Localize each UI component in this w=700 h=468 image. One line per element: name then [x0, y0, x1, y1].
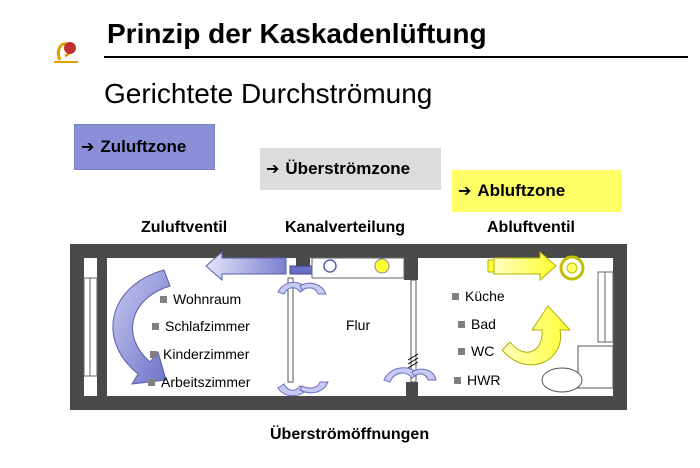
- zone-supply-label: Zuluftzone: [100, 137, 187, 156]
- page-title: Prinzip der Kaskadenlüftung: [107, 18, 487, 49]
- walls: [70, 244, 627, 410]
- right-arrow-icon: ➔: [458, 183, 472, 200]
- zone-exhaust: ➔ Abluftzone: [452, 170, 622, 212]
- zone-exhaust-label: Abluftzone: [477, 181, 566, 200]
- window-right: [597, 271, 614, 343]
- right-arrow-icon: ➔: [266, 161, 280, 178]
- list-item: Kinderzimmer: [150, 346, 249, 362]
- list-item: Küche: [452, 288, 505, 304]
- zone-overflow: ➔ Überströmzone: [260, 148, 441, 190]
- overflow-arrows: [277, 282, 437, 397]
- toilet-icon: [541, 345, 614, 393]
- label-exhaust-valve: Abluftventil: [487, 219, 575, 236]
- exhaust-valve-arrow: [493, 250, 557, 282]
- list-item: HWR: [454, 372, 500, 388]
- zone-supply: ➔ Zuluftzone: [74, 124, 215, 170]
- label-overflow-openings: Überströmöffnungen: [270, 426, 430, 443]
- label-supply-valve: Zuluftventil: [141, 219, 228, 236]
- zone-overflow-label: Überströmzone: [285, 159, 411, 178]
- supply-valve-arrow: [205, 250, 287, 282]
- window-left: [83, 277, 98, 377]
- right-arrow-icon: ➔: [81, 139, 95, 156]
- label-duct-distribution: Kanalverteilung: [285, 219, 406, 236]
- list-item: Arbeitszimmer: [148, 374, 250, 390]
- title-divider: [104, 56, 688, 58]
- logo-icon: [54, 42, 78, 63]
- partition-left: [287, 277, 417, 383]
- list-item: Schlafzimmer: [152, 318, 250, 334]
- list-item: Bad: [458, 316, 496, 332]
- corridor-label: Flur: [346, 317, 371, 333]
- exhaust-flow-arrow: [501, 305, 572, 366]
- page-subtitle: Gerichtete Durchströmung: [104, 78, 433, 109]
- list-item: Wohnraum: [160, 291, 241, 307]
- list-item: WC: [458, 343, 494, 359]
